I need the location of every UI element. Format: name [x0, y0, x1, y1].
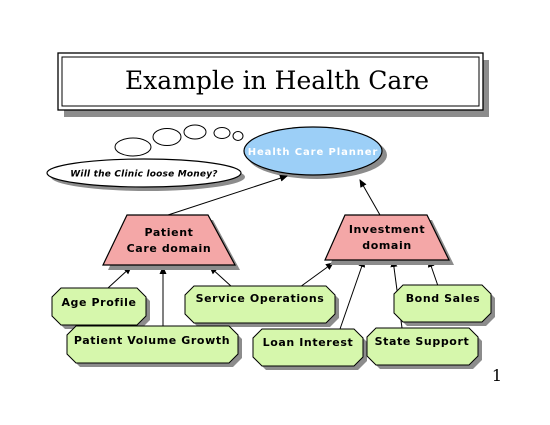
patient-domain-line1: Patient [145, 226, 194, 239]
factor-service-operations: Service Operations [184, 285, 339, 327]
factor-state-support: State Support [366, 327, 482, 369]
investment-domain-line1: Investment [349, 223, 425, 236]
patient-domain-line2: Care domain [127, 242, 212, 255]
investment-domain-node: Investment domain [324, 214, 454, 265]
factor-loan-interest: Loan Interest [252, 328, 367, 370]
bond-sales-label: Bond Sales [406, 292, 481, 305]
state-support-label: State Support [375, 335, 470, 348]
thought-bubble: Will the Clinic loose Money? [46, 158, 245, 191]
health-care-planner-node: Health Care Planner [243, 126, 387, 179]
arrow-investment-to-planner [359, 179, 381, 216]
arrow-service-to-investment [299, 262, 334, 288]
page-title: Example in Health Care [125, 66, 429, 95]
arrow-loan-interest [339, 259, 366, 330]
thought-trail [114, 124, 244, 157]
connector-arrows [107, 174, 439, 330]
patient-volume-growth-label: Patient Volume Growth [74, 334, 230, 347]
loan-interest-label: Loan Interest [263, 336, 354, 349]
investment-domain-line2: domain [362, 239, 412, 252]
planner-label: Health Care Planner [248, 147, 379, 158]
title-box: Example in Health Care [57, 52, 489, 117]
factor-age-profile: Age Profile [51, 287, 150, 329]
factor-patient-volume-growth: Patient Volume Growth [66, 325, 242, 367]
arrow-age-profile [107, 266, 132, 289]
arrow-service-to-patient [209, 266, 233, 288]
page-number: 1 [492, 366, 502, 385]
age-profile-label: Age Profile [61, 296, 136, 309]
service-operations-label: Service Operations [196, 292, 325, 305]
arrow-patient-to-planner [167, 174, 288, 216]
factor-bond-sales: Bond Sales [393, 284, 495, 326]
thought-text: Will the Clinic loose Money? [70, 170, 217, 180]
patient-care-domain-node: Patient Care domain [102, 214, 240, 270]
